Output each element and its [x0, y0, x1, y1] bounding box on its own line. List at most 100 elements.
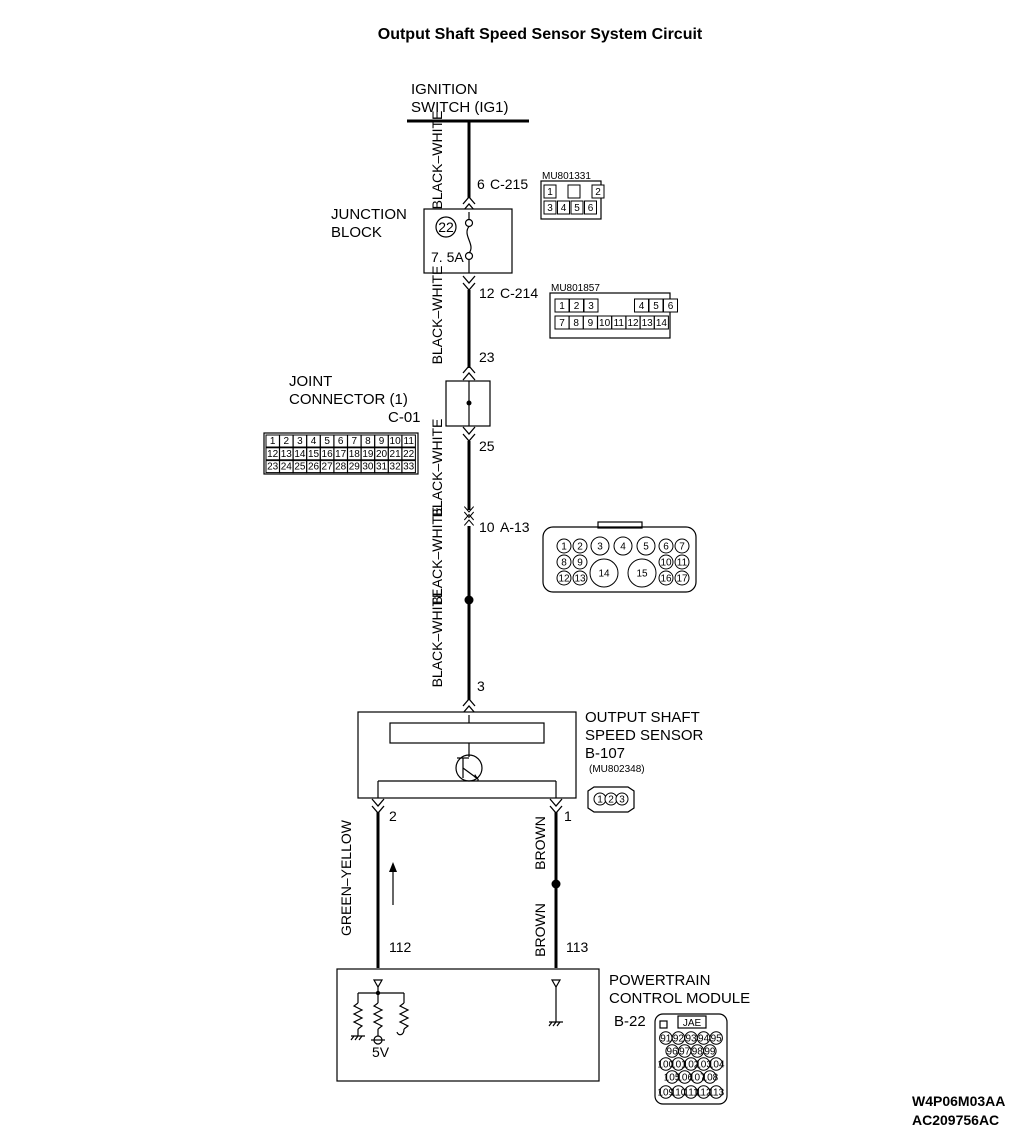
connector-pin-label: 8 — [365, 436, 371, 447]
connector-pin-label: 31 — [376, 462, 388, 473]
connector-pin-label: 106 — [676, 1073, 693, 1084]
c214-pin: 12 — [479, 285, 495, 301]
connector-pin-label: 5 — [324, 436, 330, 447]
connector-pin-label: 3 — [547, 203, 553, 214]
connector-arrow-a13-out — [463, 513, 475, 527]
b22-connector-ref: JAE — [683, 1018, 702, 1029]
connector-pin-label: 2 — [608, 795, 614, 806]
connector-pin-label: 1 — [559, 301, 565, 312]
connector-pin-label: 10 — [599, 318, 611, 329]
b22-pin-112: 112 — [389, 939, 412, 955]
connector-pin-label: 94 — [698, 1034, 710, 1045]
ignition-switch: IGNITION SWITCH (IG1) — [407, 81, 529, 123]
connector-pin-label: 12 — [267, 449, 279, 460]
connector-pin-label: 4 — [561, 203, 567, 214]
connector-pin-label: 19 — [362, 449, 374, 460]
ground-icon — [548, 1021, 563, 1027]
connector-pin-label: 32 — [390, 462, 402, 473]
fuse-icon — [466, 226, 472, 254]
wire-color-label-4: BLACK–WHITE — [429, 507, 445, 606]
connector-pin-label: 3 — [588, 301, 594, 312]
connector-pin-label: 8 — [561, 558, 567, 569]
connector-pin-label: 11 — [404, 436, 415, 447]
connector-pin-label: 5 — [574, 203, 580, 214]
diagram-title: Output Shaft Speed Sensor System Circuit — [378, 26, 703, 43]
connector-pin-label: 95 — [711, 1034, 723, 1045]
ground-wire-color-label-a: BROWN — [532, 816, 548, 870]
junction-label-line1: JUNCTION — [331, 206, 407, 223]
connector-pin-label: 17 — [335, 449, 347, 460]
junction-label-line2: BLOCK — [331, 224, 382, 241]
connector-pin-label: 14 — [598, 569, 610, 580]
connector-pin-label: 11 — [614, 318, 625, 329]
connector-pin-label: 33 — [403, 462, 415, 473]
connector-pin-label: 111 — [683, 1088, 699, 1099]
connector-pin-label: 104 — [708, 1060, 725, 1071]
connector-pin-label: 8 — [573, 318, 579, 329]
fuse-rating: 7. 5A — [431, 249, 464, 265]
connector-pin-label: 23 — [267, 462, 279, 473]
connector-pin-label: 1 — [547, 187, 553, 198]
resistor-icon — [398, 1002, 410, 1030]
connector-pin-label: 15 — [308, 449, 320, 460]
connector-pin-label: 30 — [362, 462, 374, 473]
c214-part: MU801857 — [551, 283, 600, 294]
c215-part: MU801331 — [542, 171, 591, 182]
connector-pin-label: 7 — [559, 318, 565, 329]
connector-pin-label: 2 — [574, 301, 580, 312]
connector-pin-label: 22 — [403, 449, 415, 460]
connector-pin-label: 102 — [683, 1060, 700, 1071]
connector-pin-label: 14 — [294, 449, 306, 460]
pcm-voltage: 5V — [372, 1044, 390, 1060]
connector-arrow-c01-in — [462, 365, 476, 381]
junction-dot — [466, 400, 472, 406]
junction-block: JUNCTION BLOCK 22 7. 5A — [331, 206, 513, 274]
joint-connector: JOINT CONNECTOR (1) C-01 — [289, 373, 491, 427]
pcm-code: B-22 — [614, 1013, 646, 1030]
powertrain-control-module: 5V POWERTRAIN CONTROL MODULE B-22 — [336, 968, 750, 1082]
c01-pin-out: 25 — [479, 438, 495, 454]
connector-pin-label: 99 — [704, 1047, 716, 1058]
connector-pin-label: 12 — [627, 318, 639, 329]
output-shaft-speed-sensor: OUTPUT SHAFT SPEED SENSOR B-107 (MU80234… — [357, 709, 704, 799]
connector-pin-label: 10 — [390, 436, 402, 447]
connector-pin-label: 2 — [284, 436, 290, 447]
connector-pin-label: 18 — [349, 449, 361, 460]
fuse-number-circle — [435, 216, 457, 238]
connector-pin-label: 103 — [695, 1060, 712, 1071]
connector-pin-label: 9 — [379, 436, 385, 447]
connector-arrow-c01-out — [462, 426, 476, 442]
pcm-label-line2: CONTROL MODULE — [609, 990, 750, 1007]
connector-pin-label: 17 — [676, 574, 688, 585]
sensor-label-line2: SPEED SENSOR — [585, 727, 704, 744]
connector-pin-label: 6 — [588, 203, 594, 214]
connector-pin-label: 13 — [642, 318, 654, 329]
connector-pin-label: 110 — [670, 1088, 686, 1099]
connector-pin-label: 92 — [673, 1034, 685, 1045]
connector-pin-label: 4 — [311, 436, 317, 447]
connector-pin-label: 91 — [660, 1034, 672, 1045]
pcm-label-line1: POWERTRAIN — [609, 972, 710, 989]
fuse-number: 22 — [438, 219, 454, 235]
joint-label-line2: CONNECTOR (1) — [289, 391, 408, 408]
connector-pin-label: 3 — [297, 436, 303, 447]
connector-pin-label: 11 — [677, 558, 688, 569]
connector-arrow-b107-pin1 — [549, 798, 563, 814]
connector-pin-label: 21 — [390, 449, 402, 460]
connector-pin-label: 108 — [702, 1073, 719, 1084]
connector-pin-label: 4 — [639, 301, 645, 312]
ignition-label-line2: SWITCH (IG1) — [411, 99, 509, 116]
connector-pin-label: 107 — [689, 1073, 706, 1084]
connector-pin-label: 20 — [376, 449, 388, 460]
connector-pin-label: 93 — [685, 1034, 697, 1045]
connector-pin-label: 9 — [577, 558, 583, 569]
connector-pin-label: 16 — [322, 449, 334, 460]
connector-pin-label: 10 — [660, 558, 672, 569]
resistor-icon — [372, 1002, 384, 1030]
connector-pin-label: 9 — [588, 318, 594, 329]
